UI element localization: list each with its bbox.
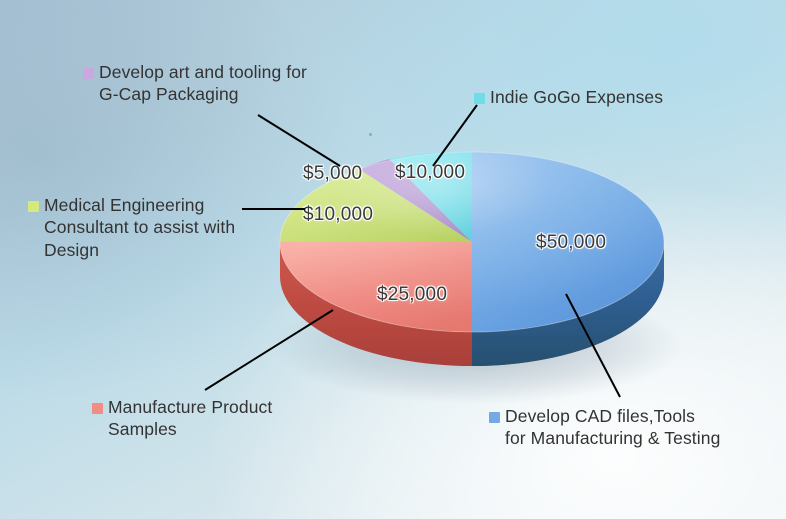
legend-label-cad: Develop CAD files,Tools for Manufacturin… bbox=[505, 406, 721, 449]
legend-item-consultant[interactable]: Medical Engineering Consultant to assist… bbox=[28, 194, 235, 261]
legend-item-indiegogo[interactable]: Indie GoGo Expenses bbox=[474, 86, 663, 108]
legend-item-packaging[interactable]: Develop art and tooling for G-Cap Packag… bbox=[83, 61, 307, 106]
pie-gloss-highlight bbox=[280, 152, 664, 332]
legend-swatch-salmon bbox=[92, 403, 103, 414]
legend-label-samples: Manufacture Product Samples bbox=[108, 397, 273, 440]
legend-swatch-blue bbox=[489, 412, 500, 423]
legend-swatch-green bbox=[28, 201, 39, 212]
background-speck bbox=[369, 133, 372, 136]
value-label-cad: $50,000 bbox=[536, 232, 607, 253]
value-label-indiegogo: $10,000 bbox=[395, 162, 466, 183]
legend-label-indiegogo: Indie GoGo Expenses bbox=[490, 87, 664, 107]
value-label-packaging: $5,000 bbox=[303, 163, 363, 184]
value-label-samples: $25,000 bbox=[377, 284, 448, 305]
legend-swatch-purple bbox=[83, 68, 94, 79]
legend-swatch-cyan bbox=[474, 93, 485, 104]
legend-label-packaging: Develop art and tooling for G-Cap Packag… bbox=[99, 62, 307, 105]
value-label-consultant: $10,000 bbox=[303, 204, 374, 225]
legend-label-consultant: Medical Engineering Consultant to assist… bbox=[44, 195, 236, 260]
legend-item-samples[interactable]: Manufacture Product Samples bbox=[92, 396, 272, 441]
legend-item-cad[interactable]: Develop CAD files,Tools for Manufacturin… bbox=[489, 405, 720, 450]
